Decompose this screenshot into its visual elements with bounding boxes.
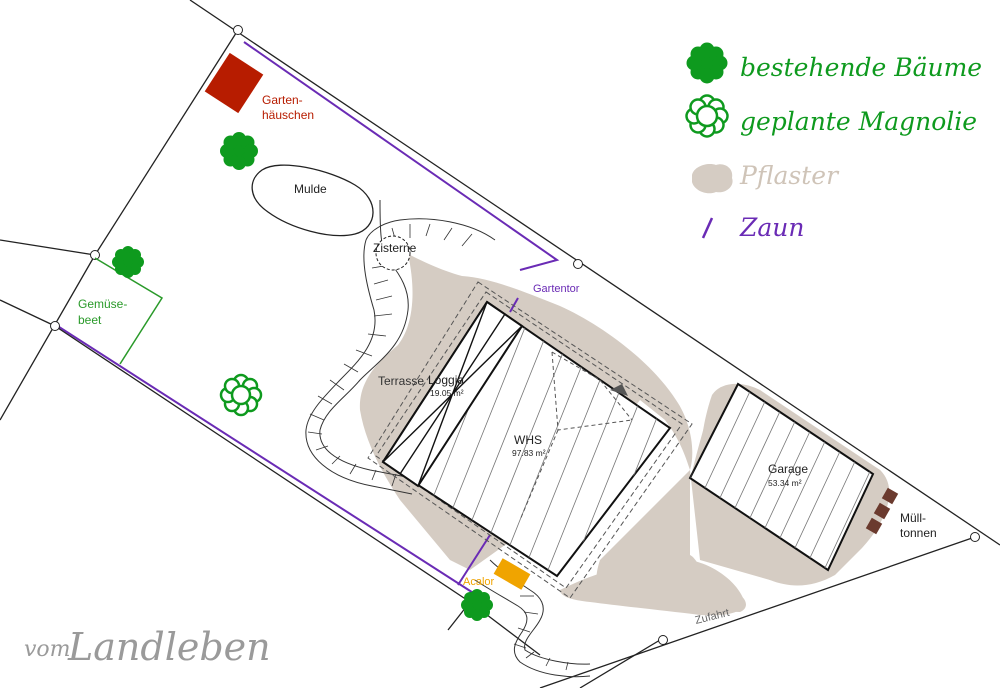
loggia-area-label: 19.05 m² [430, 388, 464, 398]
house-area-label: 97.83 m² [512, 448, 546, 458]
loggia-label: Loggia [428, 373, 464, 387]
hollow-label: Mulde [294, 182, 327, 196]
roof-lines [519, 351, 633, 521]
garden-shed [204, 52, 264, 114]
bins-label-1: Müll- [900, 511, 926, 525]
loggia-cross [382, 301, 523, 487]
acalor-label: Acalor [463, 576, 495, 588]
vegetable-bed-label-2: beet [78, 313, 102, 327]
tree-existing-3 [461, 589, 493, 621]
watermark-name: Landleben [67, 625, 271, 669]
garden-gate-label: Gartentor [533, 283, 580, 295]
cistern-label: Zisterne [373, 241, 417, 255]
legend-paving-label: Pflaster [739, 161, 840, 190]
watermark-prefix: vom [24, 637, 71, 662]
tree-existing-1 [220, 132, 258, 170]
terrace-label: Terrasse [378, 374, 424, 388]
tree-existing-2 [112, 246, 144, 278]
garage-area-label: 53.34 m² [768, 478, 802, 488]
legend-paving-icon [692, 164, 733, 194]
garden-shed-label-1: Garten- [262, 93, 303, 107]
fence [55, 41, 560, 597]
legend-fence-icon [701, 217, 714, 239]
bins-label-2: tonnen [900, 526, 937, 540]
vegetable-bed-label-1: Gemüse- [78, 297, 127, 311]
legend: bestehende Bäume geplante Magnolie Pflas… [685, 42, 982, 242]
house-label: WHS [514, 433, 542, 447]
roof-arrow [610, 384, 628, 396]
legend-magnolia-icon [685, 94, 729, 138]
garage-label: Garage [768, 462, 808, 476]
garden-shed-label-2: häuschen [262, 108, 314, 122]
legend-existing-trees-label: bestehende Bäume [740, 53, 982, 82]
watermark: vom Landleben [24, 625, 271, 669]
house-outline-dashed [367, 281, 693, 599]
legend-fence-label: Zaun [739, 213, 804, 242]
garage-body [688, 382, 875, 572]
legend-existing-tree-icon [686, 42, 728, 84]
legend-magnolia-label: geplante Magnolie [740, 107, 977, 136]
waste-bins [865, 487, 899, 535]
acalor-unit [493, 558, 531, 590]
magnolia-planned [219, 373, 263, 417]
hollow-mulde [251, 164, 374, 237]
cistern-symbol [375, 235, 411, 271]
boundary-markers [50, 25, 980, 645]
